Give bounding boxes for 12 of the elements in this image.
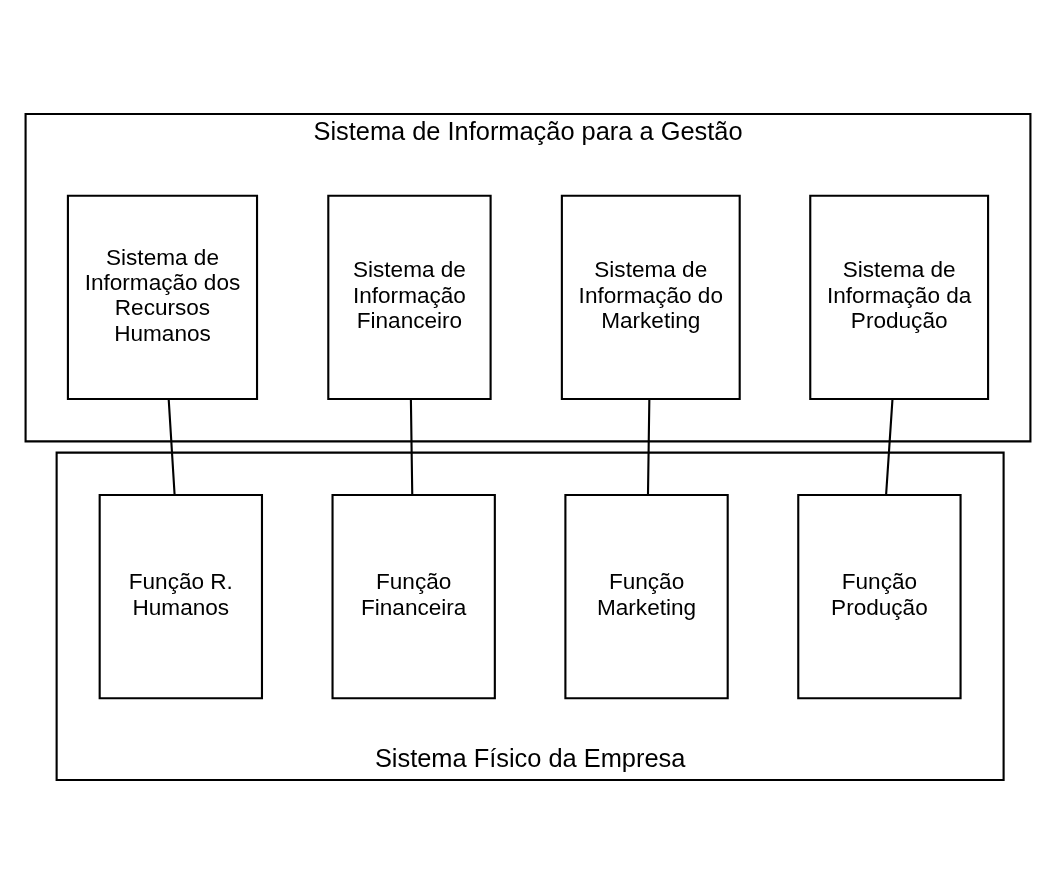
connector: [885, 399, 894, 496]
node-box: Função Financeira: [331, 493, 496, 700]
node-box: Função Produção: [797, 493, 962, 700]
node-box: Sistema de Informação do Marketing: [560, 194, 741, 401]
node-box: Sistema de Informação Financeiro: [327, 194, 492, 401]
node-box: Sistema de Informação da Produção: [809, 194, 990, 401]
node-box: Função Marketing: [564, 493, 729, 700]
connector: [646, 399, 651, 495]
node-box: Sistema de Informação dos Recursos Humanos: [66, 194, 259, 401]
connector: [409, 399, 414, 495]
connector: [167, 399, 176, 496]
node-box: Função R. Humanos: [98, 493, 264, 700]
